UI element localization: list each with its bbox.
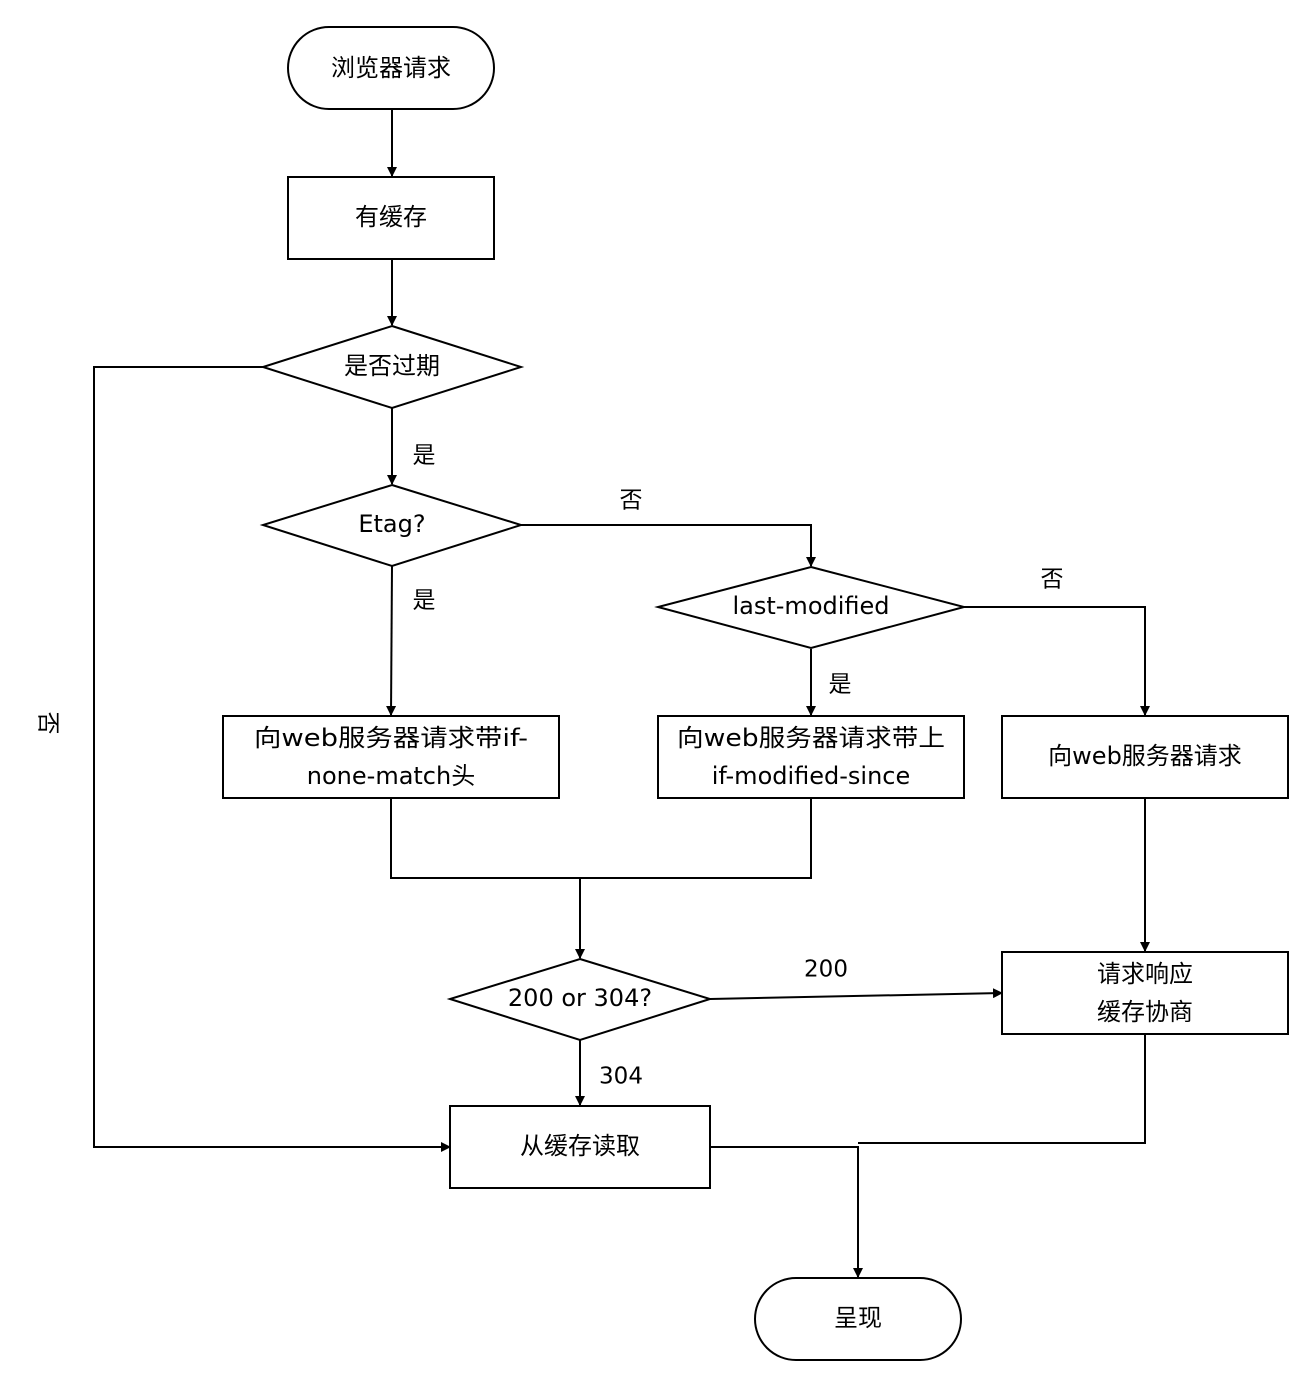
- edges: [93, 110, 1150, 1278]
- node-expired: 是否过期: [259, 324, 525, 410]
- node-req-plain-label: 向web服务器请求: [1048, 742, 1242, 770]
- label-etag-no: 否: [620, 488, 643, 514]
- edge-etag-yes-to-req-none-match: [386, 565, 397, 716]
- node-read-cache-label: 从缓存读取: [520, 1132, 640, 1160]
- label-etag-yes: 是: [413, 588, 436, 614]
- node-render-label: 呈现: [834, 1304, 882, 1332]
- node-expired-label: 是否过期: [344, 352, 440, 380]
- node-etag: Etag?: [259, 483, 525, 568]
- node-req-modified-since: 向web服务器请求带上 if-modified-since: [657, 715, 965, 799]
- node-last-modified-label: last-modified: [732, 592, 889, 620]
- node-response: 请求响应 缓存协商: [1001, 951, 1289, 1035]
- node-response-line1: 请求响应: [1097, 960, 1193, 988]
- node-etag-label: Etag?: [358, 510, 425, 538]
- node-response-line2: 缓存协商: [1097, 998, 1193, 1026]
- edge-etag-no-to-last-modified: [521, 524, 816, 567]
- node-has-cache-label: 有缓存: [355, 203, 427, 231]
- node-has-cache: 有缓存: [287, 176, 495, 260]
- node-status-check-label: 200 or 304?: [508, 984, 652, 1012]
- edge-status-200-to-response: [709, 988, 1003, 1000]
- node-req-none-match-line2: none-match头: [307, 762, 475, 790]
- edge-response-to-render: [858, 1034, 1146, 1144]
- node-req-modified-since-line2: if-modified-since: [712, 762, 911, 790]
- edge-labels: 否 是 否 是 否 是 200 304: [35, 443, 1064, 1090]
- edge-merge-requests: [390, 798, 812, 879]
- node-req-modified-since-line1: 向web服务器请求带上: [677, 724, 945, 752]
- node-start-label: 浏览器请求: [331, 54, 451, 82]
- label-expired-yes: 是: [413, 443, 436, 469]
- label-status-200: 200: [804, 957, 848, 983]
- node-read-cache: 从缓存读取: [449, 1105, 711, 1189]
- label-expired-no: 否: [35, 712, 61, 735]
- edge-last-modified-no-to-req-plain: [964, 606, 1150, 716]
- label-lm-yes: 是: [829, 672, 852, 698]
- node-start: 浏览器请求: [287, 26, 495, 110]
- edge-read-cache-to-render: [710, 1146, 863, 1278]
- node-req-plain: 向web服务器请求: [1001, 715, 1289, 799]
- node-status-check: 200 or 304?: [446, 957, 714, 1042]
- label-status-304: 304: [599, 1064, 643, 1090]
- node-render: 呈现: [754, 1277, 962, 1361]
- node-req-none-match-line1: 向web服务器请求带if-: [254, 724, 528, 752]
- label-lm-no: 否: [1041, 567, 1064, 593]
- node-req-none-match: 向web服务器请求带if- none-match头: [222, 715, 560, 799]
- node-last-modified: last-modified: [654, 565, 968, 650]
- edge-expired-no-to-read-cache: [93, 366, 451, 1152]
